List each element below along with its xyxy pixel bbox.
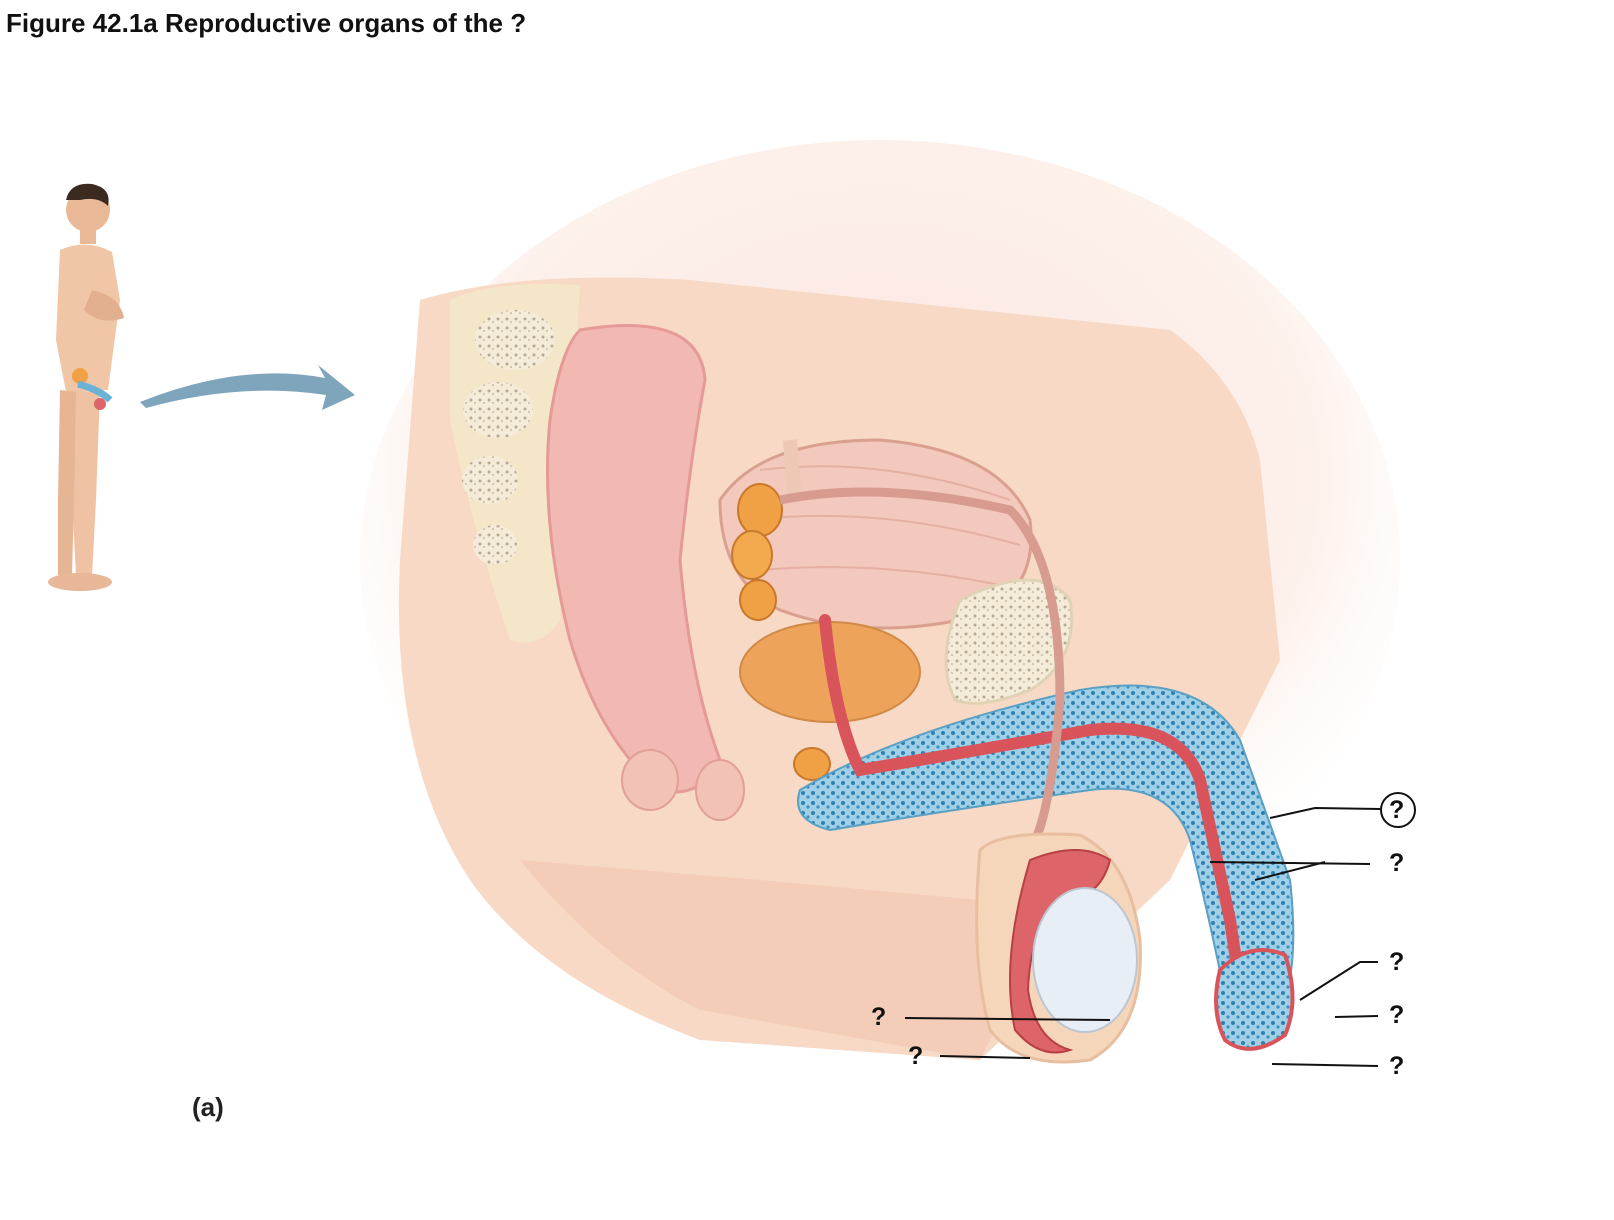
scrotum-label: ? <box>908 1042 924 1070</box>
circled-label-marker <box>1380 792 1416 828</box>
leader-lines <box>904 806 1381 1067</box>
anal-sphincter <box>621 749 679 811</box>
panel-label: (a) <box>192 1092 224 1122</box>
seminal-vesicle <box>731 483 783 621</box>
ureter <box>783 439 802 501</box>
epididymis <box>1009 849 1112 1054</box>
prepuce-label: ? <box>1389 1001 1405 1029</box>
testis <box>1032 887 1138 1033</box>
pubic-bone <box>944 578 1074 705</box>
figure-title: Figure 42.1a Reproductive organs of the … <box>6 8 527 38</box>
sacrum <box>450 284 580 643</box>
erectile-tissue-label: ? <box>1389 849 1405 877</box>
urethral-opening-label: ? <box>1389 1052 1405 1080</box>
testis-label: ? <box>871 1003 887 1031</box>
glans-penis <box>1214 948 1295 1051</box>
shaft-label: ? <box>1389 796 1405 824</box>
human-figure-icon <box>48 183 124 591</box>
glans-label: ? <box>1389 948 1405 976</box>
pointer-arrow <box>140 365 355 410</box>
urethra <box>819 614 1251 1026</box>
bulbourethral-gland <box>793 747 831 781</box>
